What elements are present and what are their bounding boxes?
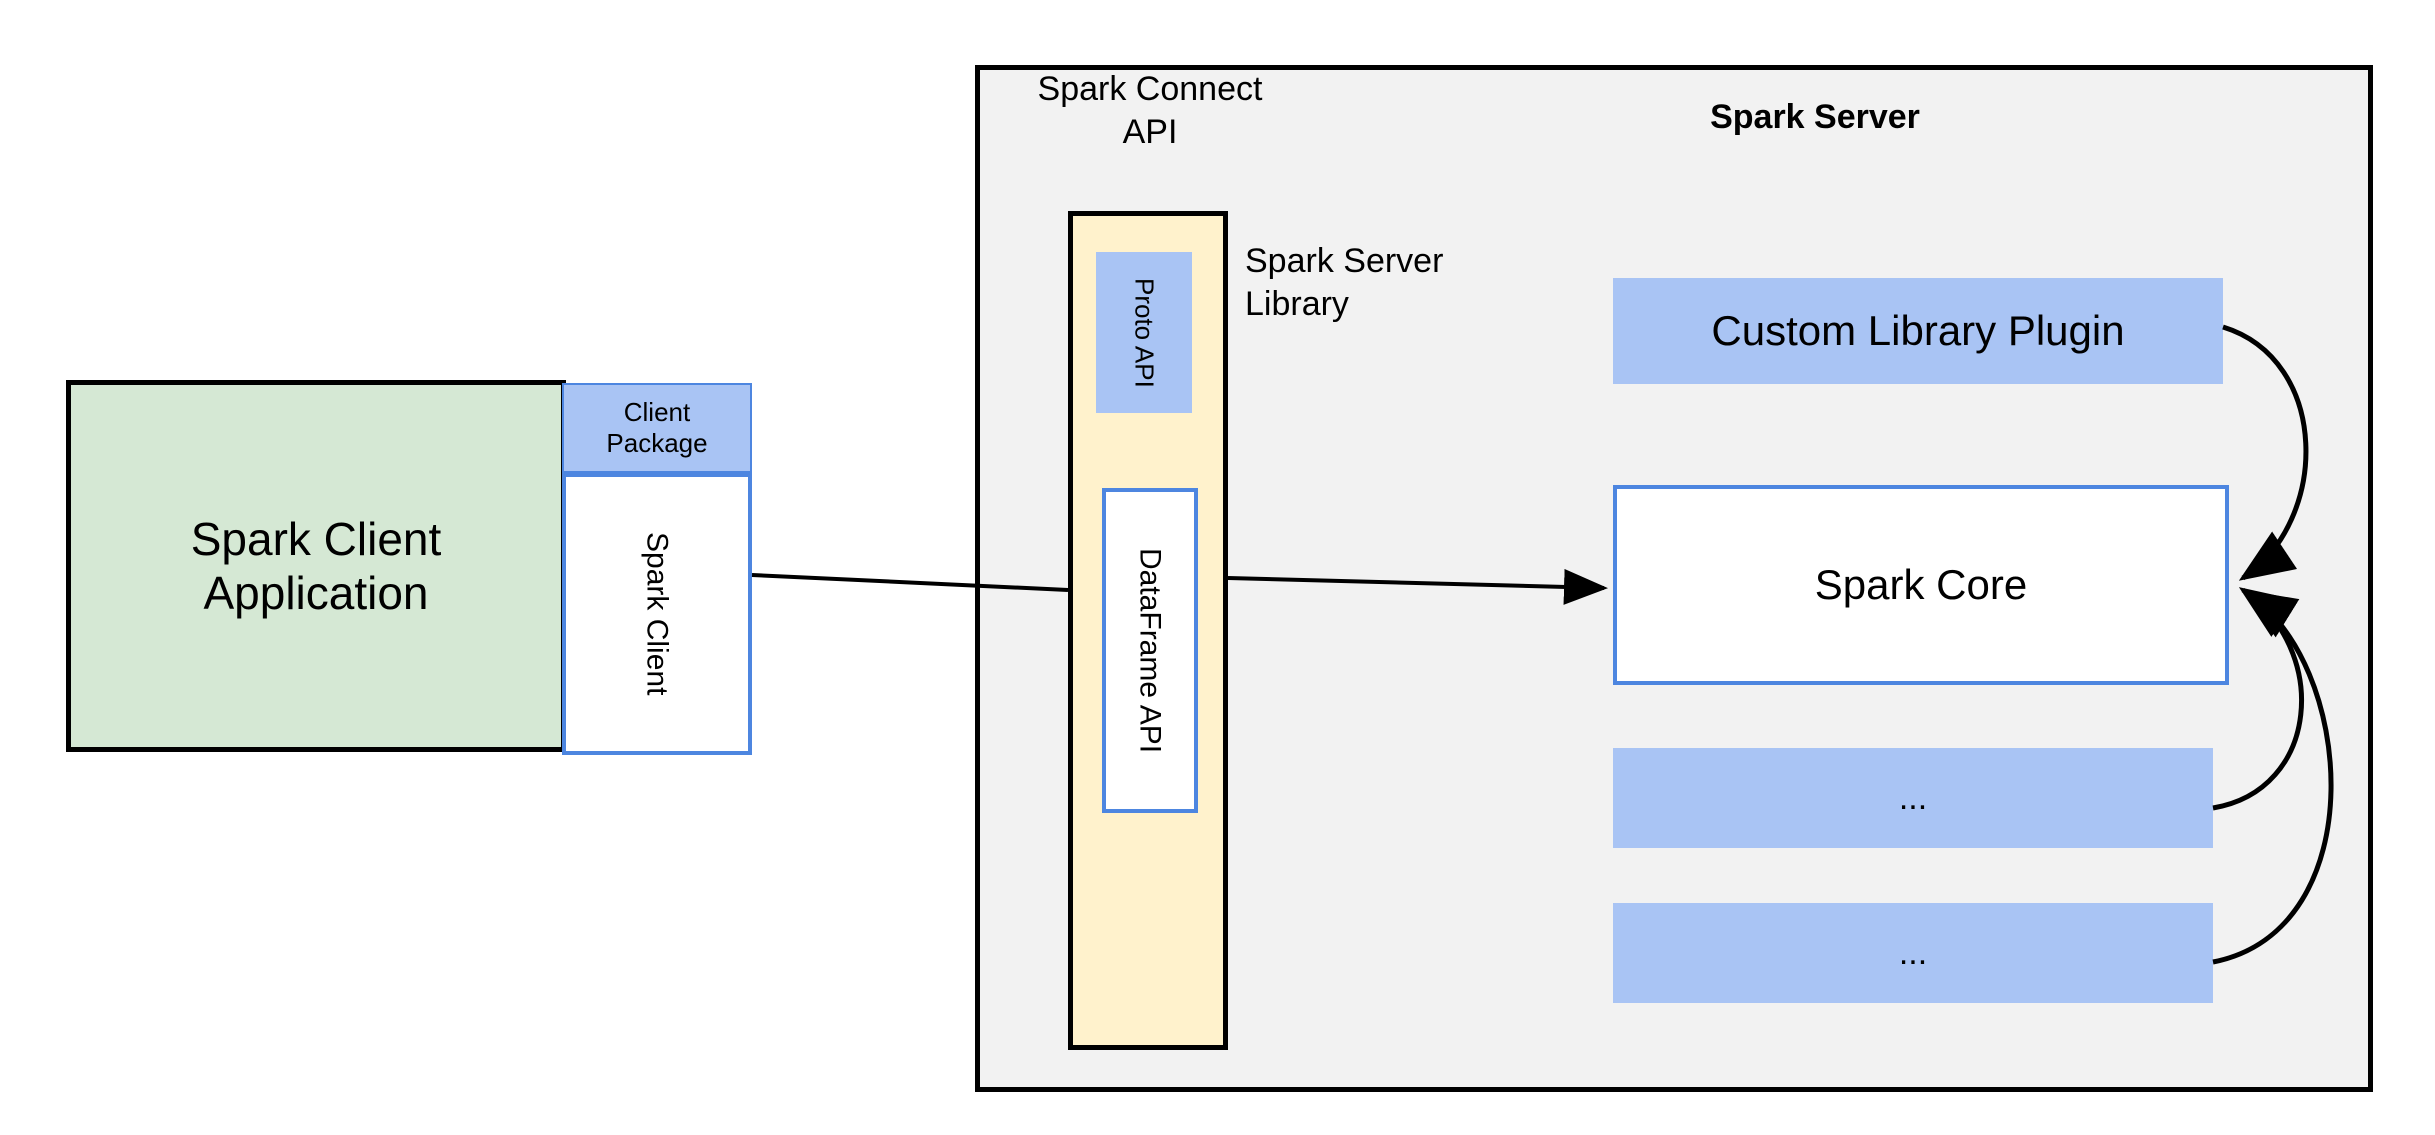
custom-library-plugin-box[interactable]: Custom Library Plugin [1613, 278, 2223, 384]
additional-plugin-box-1[interactable]: ... [1613, 748, 2213, 848]
additional-plugin-box-2[interactable]: ... [1613, 903, 2213, 1003]
spark-core-label: Spark Core [1814, 561, 2028, 609]
spark-server-library-label: Spark Server Library [1245, 242, 1444, 323]
spark-client-box[interactable]: Spark Client [562, 473, 752, 755]
custom-library-plugin-label: Custom Library Plugin [1711, 307, 2125, 355]
spark-client-application-label: Spark Client Application [190, 512, 442, 619]
spark-server-title: Spark Server [1710, 98, 1920, 136]
client-package-box[interactable]: Client Package [562, 383, 752, 473]
proto-api-label: Proto API [1129, 277, 1160, 388]
additional-plugin-label-1: ... [1898, 778, 1928, 817]
spark-client-application-box[interactable]: Spark Client Application [66, 380, 566, 752]
client-package-label: Client Package [606, 397, 708, 458]
dataframe-api-label: DataFrame API [1133, 547, 1167, 754]
additional-plugin-label-2: ... [1898, 933, 1928, 972]
spark-core-box[interactable]: Spark Core [1613, 485, 2229, 685]
proto-api-box[interactable]: Proto API [1096, 252, 1192, 413]
spark-connect-api-label: Spark Connect API [1037, 70, 1263, 151]
spark-client-label: Spark Client [640, 532, 674, 696]
dataframe-api-box[interactable]: DataFrame API [1102, 488, 1198, 813]
